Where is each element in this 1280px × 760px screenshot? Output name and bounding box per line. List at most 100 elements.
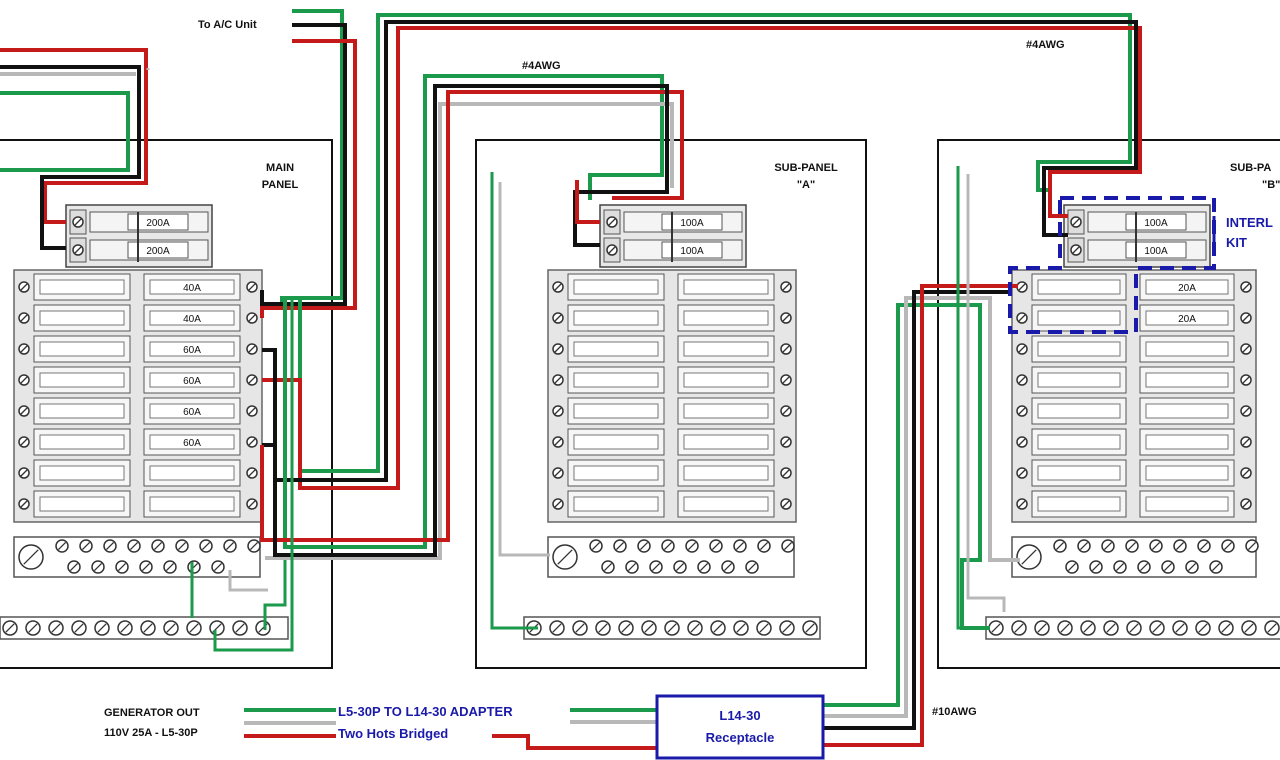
screw-slot [1079, 541, 1089, 551]
breaker-handle [1037, 403, 1121, 419]
screw-slot [627, 562, 637, 572]
main-neutral-white [228, 570, 268, 592]
screw-slot [153, 541, 163, 551]
screw-slot [74, 623, 84, 633]
screw-slot [248, 376, 256, 384]
breaker-handle [683, 279, 769, 295]
screw-slot [20, 314, 28, 322]
neutral-bar [1011, 536, 1259, 578]
main-breaker-handle [127, 241, 189, 259]
breaker-handle [149, 310, 235, 326]
neutral-bar [13, 536, 261, 578]
sub-b-ground-green [956, 166, 990, 630]
feed-b-green [298, 13, 1132, 473]
breaker-handle [149, 279, 235, 295]
screw-slot [711, 541, 721, 551]
breaker-rating: 60A [183, 345, 201, 356]
screw-slot [1103, 541, 1113, 551]
main-ground-green-3 [263, 560, 287, 630]
screw-slot [235, 623, 245, 633]
interlock-kit-label: INTERL [1226, 215, 1273, 230]
subpanel-a-title: SUB-PANEL [774, 162, 838, 174]
ground-bar [0, 616, 289, 640]
screw-slot [1163, 562, 1173, 572]
main-breaker-rating: 100A [1144, 246, 1168, 257]
breaker-handle [39, 310, 125, 326]
main-breaker-handle [127, 213, 189, 231]
screw-slot [1018, 407, 1026, 415]
screw-slot [759, 541, 769, 551]
breaker-handle [1145, 310, 1229, 326]
utility-feed-green [0, 91, 130, 172]
screw-slot [1247, 541, 1257, 551]
screw-slot [69, 562, 79, 572]
screw-slot [1055, 541, 1065, 551]
screw-slot [783, 541, 793, 551]
screw-slot [177, 541, 187, 551]
screw-slot [1072, 246, 1080, 254]
breaker-handle [683, 496, 769, 512]
recept-black [824, 290, 1010, 730]
screw-slot [598, 623, 608, 633]
screw-slot [782, 469, 790, 477]
screw-slot [1242, 469, 1250, 477]
recept-green [824, 303, 990, 707]
screw-slot [20, 376, 28, 384]
screw-slot [1242, 283, 1250, 291]
ac-feed-black [260, 23, 347, 306]
ac-feed-green [280, 9, 344, 308]
screw-slot [1198, 623, 1208, 633]
main-panel-title: MAIN [266, 162, 294, 174]
neutral-bar [547, 536, 795, 578]
screw-slot [690, 623, 700, 633]
screw-slot [554, 500, 562, 508]
breaker-handle [573, 434, 659, 450]
subpanel-b-title-2: "B" [1262, 179, 1280, 191]
screw-slot [735, 541, 745, 551]
breaker-handle [1037, 310, 1121, 326]
generator-spec-label: 110V 25A - L5-30P [104, 727, 198, 739]
screw-slot [782, 623, 792, 633]
feed-a-red [260, 90, 684, 542]
screw-slot [1139, 562, 1149, 572]
breaker-rating: 40A [183, 314, 201, 325]
adapter-red [492, 734, 656, 750]
breaker-handle [39, 434, 125, 450]
screw-slot [1014, 623, 1024, 633]
breaker-handle [39, 465, 125, 481]
breaker-handle [39, 496, 125, 512]
screw-slot [141, 562, 151, 572]
screw-slot [1267, 623, 1277, 633]
breaker-handle [573, 465, 659, 481]
breaker-rating: 60A [183, 438, 201, 449]
wire-gauge-label-a: #4AWG [522, 60, 561, 72]
feed-a-red-2 [575, 180, 600, 224]
receptacle-label: L14-30 [719, 708, 760, 723]
screw-slot [1242, 407, 1250, 415]
breaker-handle [573, 372, 659, 388]
sub-a-ground-green [490, 172, 538, 630]
screw-slot [1083, 623, 1093, 633]
breaker-handle [683, 465, 769, 481]
screw-slot [723, 562, 733, 572]
screw-slot [1242, 314, 1250, 322]
breaker-handle [1145, 465, 1229, 481]
screw-slot [1018, 376, 1026, 384]
breaker-rating: 20A [1178, 314, 1196, 325]
screw-slot [97, 623, 107, 633]
screw-slot [105, 541, 115, 551]
breaker-handle [149, 372, 235, 388]
screw-slot [1072, 218, 1080, 226]
screw-slot [554, 438, 562, 446]
screw-slot [575, 623, 585, 633]
ground-bar [985, 616, 1280, 640]
breaker-handle [683, 372, 769, 388]
screw-slot [74, 246, 82, 254]
screw-slot [713, 623, 723, 633]
screw-slot [117, 562, 127, 572]
screw-slot [1244, 623, 1254, 633]
main-breaker-handle [661, 241, 723, 259]
screw-slot [557, 549, 573, 565]
